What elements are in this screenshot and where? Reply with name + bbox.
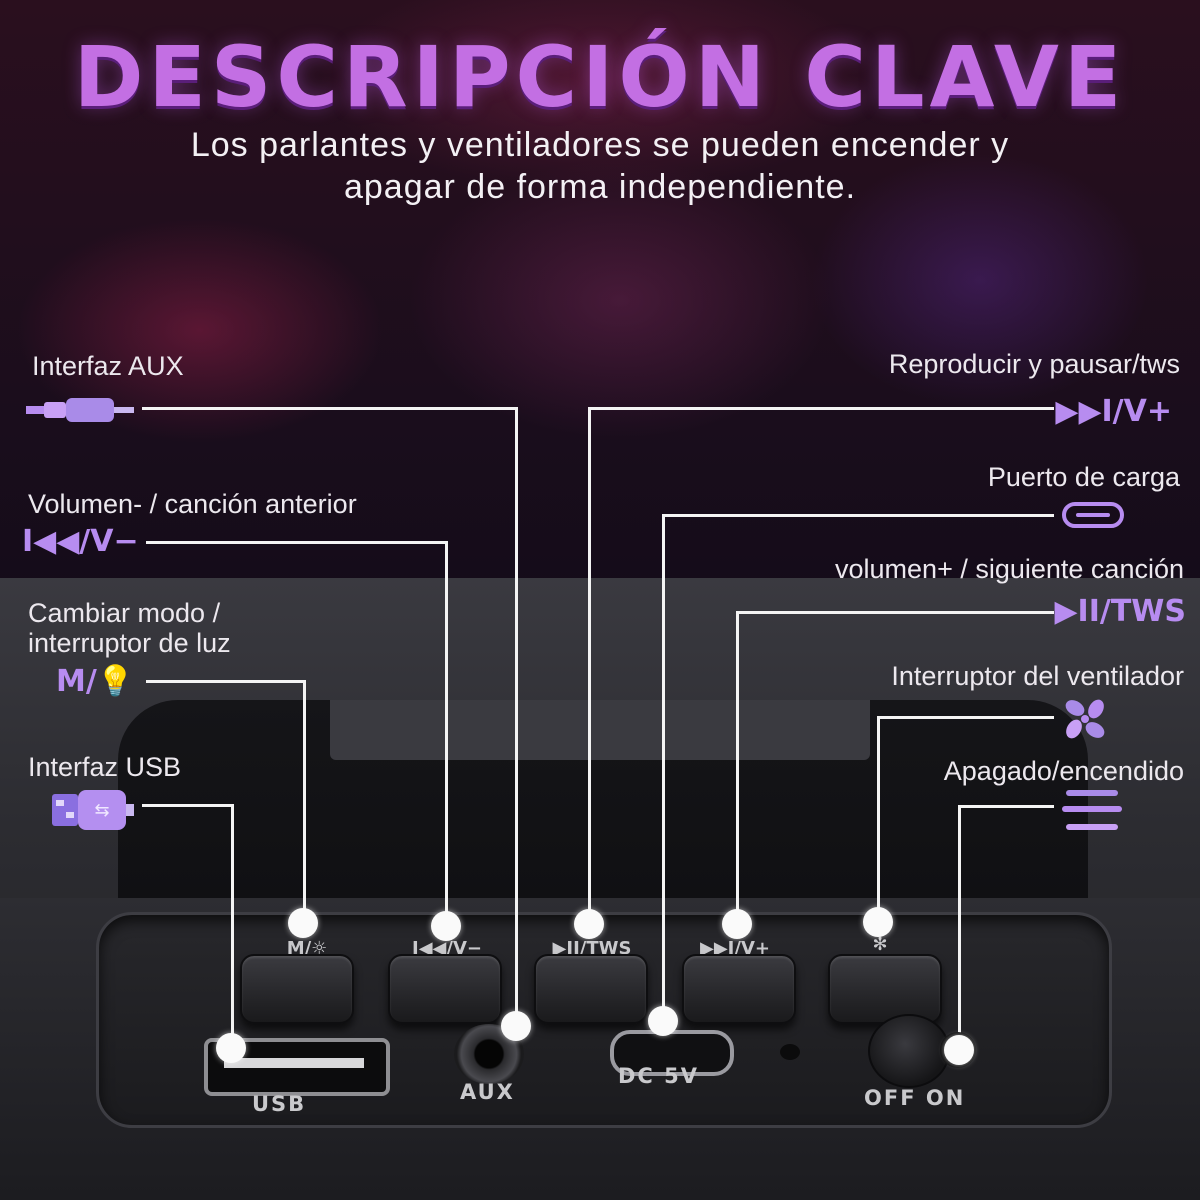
connector-play-h <box>588 407 1054 410</box>
label-mode-line2: interruptor de luz <box>28 628 231 658</box>
connector-mode-h <box>146 680 306 683</box>
subtitle-line-2: apagar de forma independiente. <box>343 168 857 206</box>
mode-light-icon: M/💡 <box>56 664 135 699</box>
connector-mode-v <box>303 680 306 925</box>
connector-voldown-v <box>445 541 448 925</box>
label-volume-up: volumen+ / siguiente canción <box>835 554 1184 584</box>
connector-power-h <box>958 805 1054 808</box>
power-switch-icon <box>1062 790 1122 830</box>
next-volume-up-button[interactable] <box>682 954 796 1024</box>
subtitle-line-1: Los parlantes y ventiladores se pueden e… <box>190 126 1010 164</box>
usb-c-port-icon <box>1062 502 1124 528</box>
prev-volume-down-button[interactable] <box>388 954 502 1024</box>
play-pause-button[interactable] <box>534 954 648 1024</box>
label-fan-switch: Interruptor del ventilador <box>891 661 1184 691</box>
fan-icon <box>1065 699 1105 739</box>
callout-dot-play <box>574 909 604 939</box>
callout-dot-next <box>722 909 752 939</box>
port-label-aux: AUX <box>460 1080 515 1104</box>
handle-grip <box>330 700 870 760</box>
button-label-prev: I◀◀/V− <box>412 938 482 959</box>
callout-dot-aux <box>501 1011 531 1041</box>
aux-plug-icon <box>26 398 134 422</box>
connector-volup-v <box>736 611 739 925</box>
connector-play-v <box>588 407 591 925</box>
connector-voldown-h <box>146 541 448 544</box>
button-label-fan: ✻ <box>872 934 888 955</box>
connector-usb-v <box>231 804 234 1046</box>
callout-dot-power <box>944 1035 974 1065</box>
fan-button[interactable] <box>828 954 942 1024</box>
connector-power-v <box>958 805 961 1045</box>
label-mode-line1: Cambiar modo / <box>28 598 221 628</box>
connector-aux-h <box>142 407 518 410</box>
connector-fan-v <box>877 716 880 925</box>
label-volume-down: Volumen- / canción anterior <box>28 489 357 519</box>
play-pause-tws-icon: ▶II/TWS <box>1054 594 1186 629</box>
callout-dot-fan <box>863 907 893 937</box>
callout-dot-mode <box>288 908 318 938</box>
button-label-play: ▶II/TWS <box>552 938 632 959</box>
label-charging-port: Puerto de carga <box>987 462 1180 492</box>
port-label-usb: USB <box>252 1092 307 1116</box>
callout-dot-usb <box>216 1033 246 1063</box>
power-knob[interactable] <box>868 1014 950 1088</box>
label-power: Apagado/encendido <box>943 756 1184 786</box>
port-label-dc: DC 5V <box>618 1064 700 1088</box>
button-label-next: ▶▶I/V+ <box>700 938 770 959</box>
connector-volup-h <box>736 611 1054 614</box>
svg-text:⇆: ⇆ <box>94 800 109 821</box>
page-title: DESCRIPCIÓN CLAVE <box>73 28 1127 126</box>
connector-aux-v <box>515 407 518 1025</box>
connector-usb-h <box>142 804 234 807</box>
label-usb: Interfaz USB <box>28 752 182 782</box>
callout-dot-prev <box>431 911 461 941</box>
connector-fan-h <box>877 716 1054 719</box>
prev-volume-down-icon: I◀◀/V− <box>22 524 139 559</box>
next-volume-up-icon: ▶▶I/V+ <box>1055 394 1172 429</box>
status-led <box>780 1044 800 1060</box>
connector-charge-v <box>662 514 665 1022</box>
usb-plug-icon: ⇆ <box>52 790 134 830</box>
mode-button[interactable] <box>240 954 354 1024</box>
button-label-mode: M/☼ <box>286 938 328 959</box>
connector-charge-h <box>662 514 1054 517</box>
port-label-switch: OFF ON <box>864 1086 966 1110</box>
label-aux: Interfaz AUX <box>32 351 184 381</box>
page-subtitle: Los parlantes y ventiladores se pueden e… <box>100 124 1100 208</box>
callout-dot-charge <box>648 1006 678 1036</box>
label-play-pause: Reproducir y pausar/tws <box>888 349 1180 379</box>
